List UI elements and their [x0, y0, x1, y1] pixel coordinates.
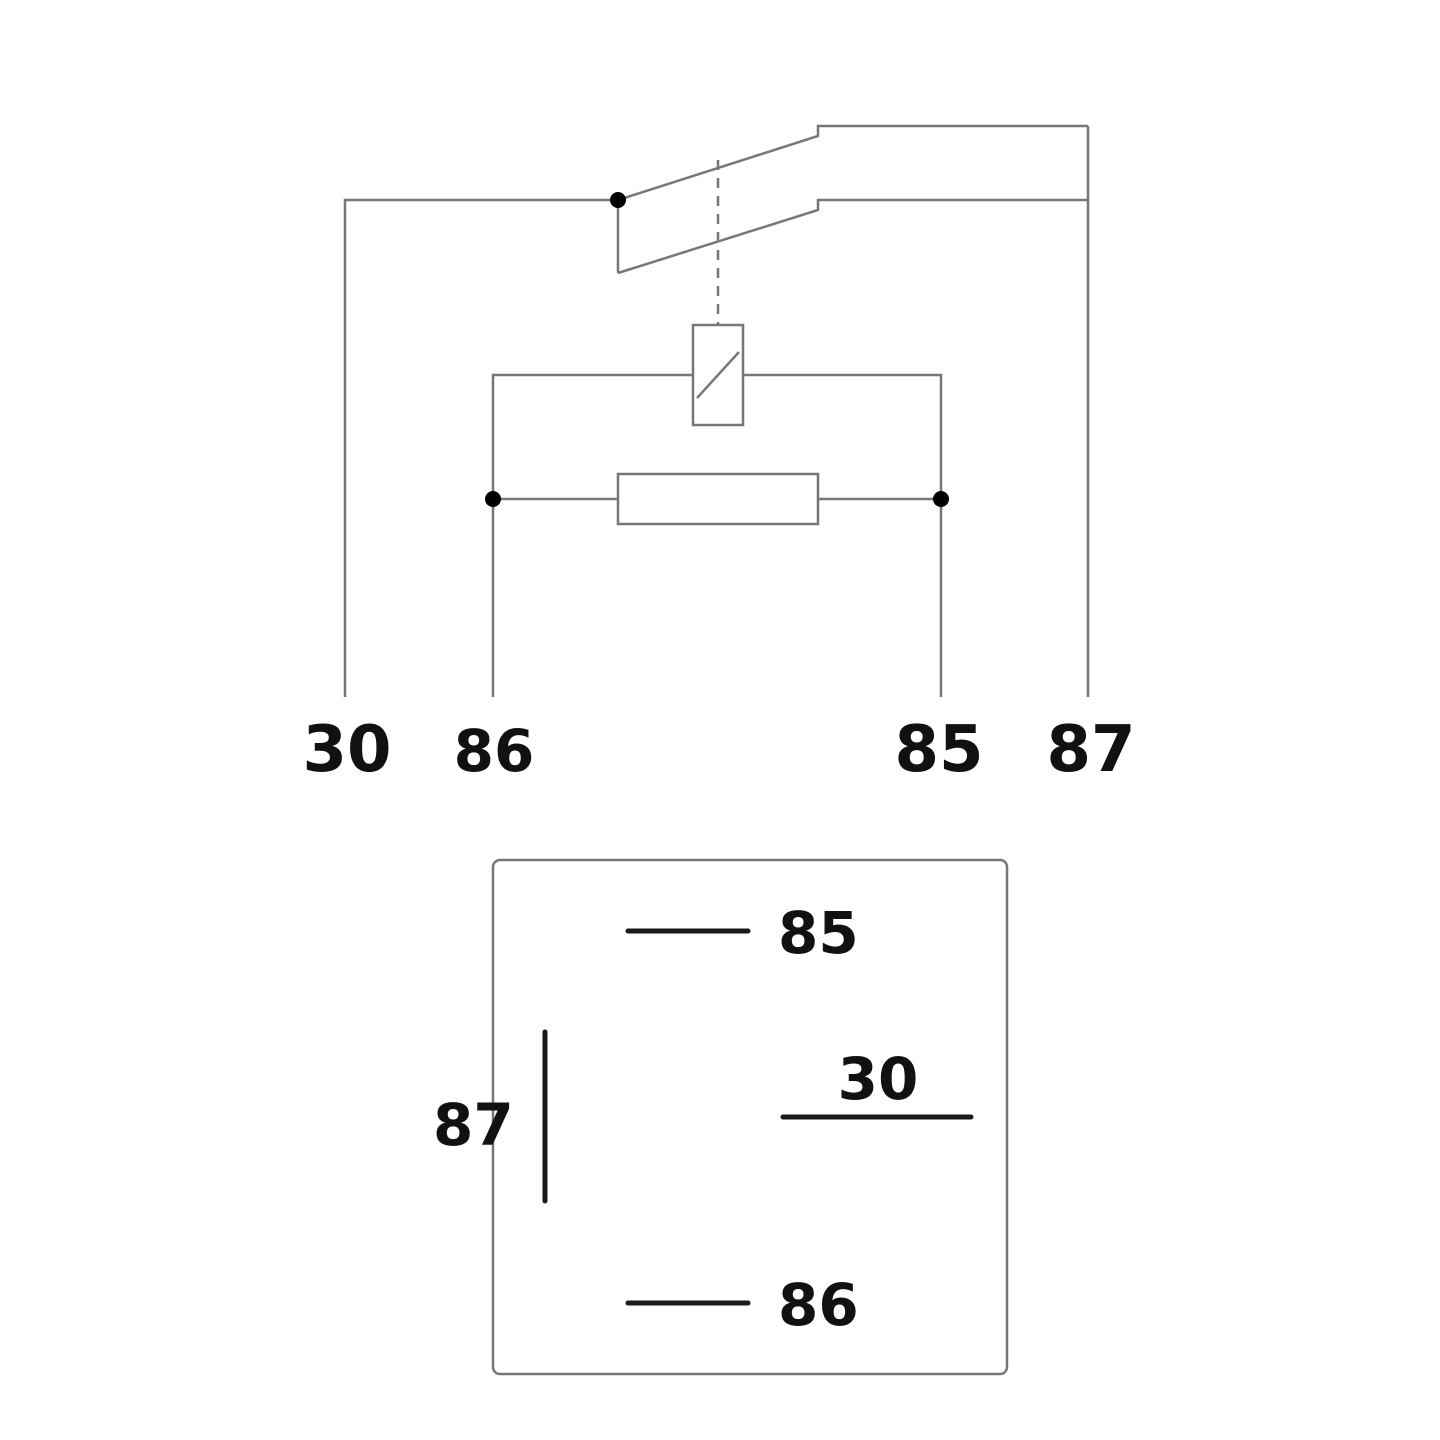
relay-schematic: 30 86 85 87 [302, 124, 1136, 787]
pin-label-87: 87 [433, 1091, 514, 1159]
relay-housing-outline [491, 858, 1009, 1376]
junction-node-86 [485, 491, 501, 507]
terminal-label-86: 86 [454, 717, 535, 785]
wire-85 [743, 373, 943, 697]
junction-node-85 [933, 491, 949, 507]
switch-pivot-node [610, 192, 626, 208]
relay-pinout: 85 30 87 86 [433, 858, 1009, 1376]
coil-slash [696, 351, 740, 399]
terminal-label-30: 30 [302, 713, 391, 787]
terminal-label-85: 85 [894, 713, 983, 787]
pin-label-30: 30 [838, 1045, 919, 1113]
pin-label-86: 86 [778, 1271, 859, 1339]
wire-86 [491, 373, 693, 697]
pin-label-85: 85 [778, 899, 859, 967]
terminal-label-87: 87 [1046, 713, 1135, 787]
switch-blade-lower [617, 198, 1088, 275]
suppression-resistor [616, 472, 820, 526]
wire-30 [343, 198, 620, 697]
switch-blade-upper [617, 124, 1088, 202]
